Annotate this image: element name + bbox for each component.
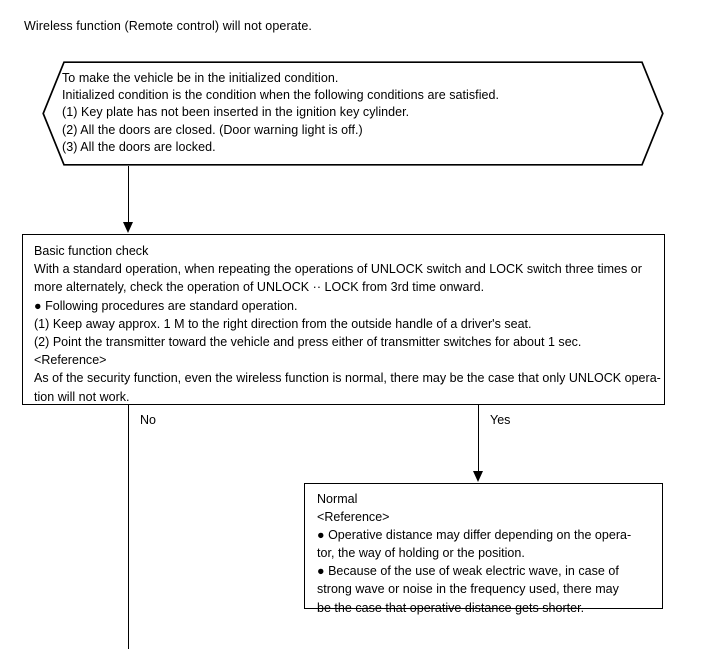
connector-yes-branch bbox=[477, 405, 480, 473]
basic-line-6: As of the security function, even the wi… bbox=[34, 371, 661, 386]
hexagon-line-2: Initialized condition is the condition w… bbox=[62, 88, 500, 103]
basic-line-1: With a standard operation, when repeatin… bbox=[34, 262, 642, 277]
basic-title: Basic function check bbox=[34, 244, 149, 258]
branch-label-no: No bbox=[140, 413, 156, 427]
hexagon-text: To make the vehicle be in the initialize… bbox=[62, 70, 622, 156]
page-title: Wireless function (Remote control) will … bbox=[24, 19, 312, 33]
normal-line-4: strong wave or noise in the frequency us… bbox=[317, 582, 619, 597]
normal-reference-label: <Reference> bbox=[317, 510, 390, 525]
basic-line-4: (1) Keep away approx. 1 M to the right d… bbox=[34, 316, 532, 331]
connector-no-branch bbox=[127, 405, 130, 649]
normal-line-5: be the case that operative distance gets… bbox=[317, 600, 585, 615]
normal-title: Normal bbox=[317, 492, 358, 506]
basic-reference-label: <Reference> bbox=[34, 353, 107, 368]
basic-line-3: ● Following procedures are standard oper… bbox=[34, 298, 298, 313]
basic-function-check-text: Basic function check With a standard ope… bbox=[34, 242, 661, 406]
basic-function-check-box: Basic function check With a standard ope… bbox=[22, 234, 665, 405]
hexagon-line-5: (3) All the doors are locked. bbox=[62, 139, 216, 154]
branch-label-yes: Yes bbox=[490, 413, 511, 427]
normal-line-1: ● Operative distance may differ dependin… bbox=[317, 528, 632, 543]
hexagon-line-4: (2) All the doors are closed. (Door warn… bbox=[62, 122, 363, 137]
hexagon-line-3: (1) Key plate has not been inserted in t… bbox=[62, 105, 410, 120]
normal-result-text: Normal <Reference> ● Operative distance … bbox=[317, 490, 657, 617]
arrow-head-to-basic-box-icon bbox=[122, 222, 133, 233]
hexagon-outline-icon bbox=[42, 61, 664, 166]
initialized-condition-hexagon: To make the vehicle be in the initialize… bbox=[42, 61, 664, 166]
hexagon-line-1: To make the vehicle be in the initialize… bbox=[62, 71, 339, 85]
basic-line-7: tion will not work. bbox=[34, 389, 130, 404]
arrow-head-to-normal-box-icon bbox=[472, 471, 483, 482]
normal-line-2: tor, the way of holding or the position. bbox=[317, 546, 525, 561]
connector-hexagon-to-basic bbox=[127, 166, 130, 224]
normal-line-3: ● Because of the use of weak electric wa… bbox=[317, 564, 619, 579]
basic-line-2: more alternately, check the operation of… bbox=[34, 280, 485, 295]
normal-result-box: Normal <Reference> ● Operative distance … bbox=[304, 483, 663, 615]
basic-line-5: (2) Point the transmitter toward the veh… bbox=[34, 335, 582, 350]
